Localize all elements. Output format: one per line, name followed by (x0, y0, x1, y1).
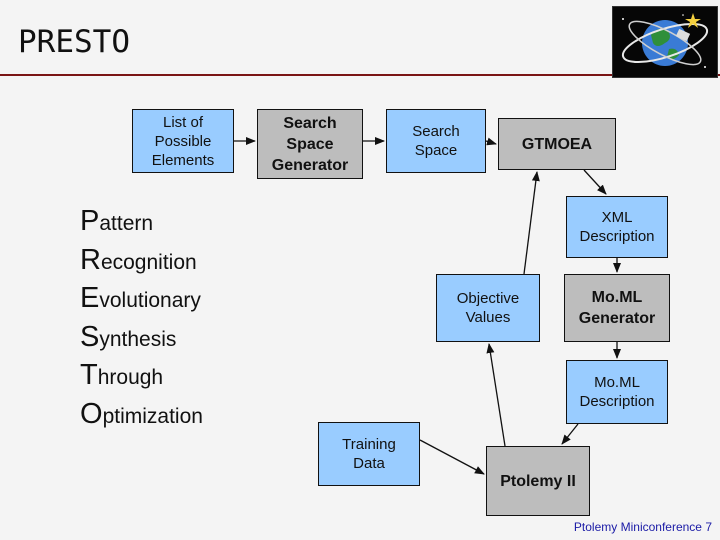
edge-ptolemy-to-objective (486, 343, 506, 447)
acronym-line: Through (80, 356, 203, 395)
edge-space-to-gtmoea (485, 137, 497, 146)
acronym-initial: R (80, 243, 101, 276)
presto-acronym: Pattern Recognition Evolutionary Synthes… (80, 202, 203, 433)
training-data-node: Training Data (318, 422, 420, 486)
xml-description-node: XML Description (566, 196, 668, 258)
acronym-initial: P (80, 205, 100, 237)
acronym-rest: volutionary (99, 289, 201, 312)
edge-moml-to-ptolemy (561, 423, 579, 445)
edge-training-to-ptolemy (419, 439, 485, 475)
gtmoea-node: GTMOEA (498, 118, 616, 170)
moml-description-node: Mo.ML Description (566, 360, 668, 424)
list-of-elements-node: List of Possible Elements (132, 109, 234, 173)
acronym-line: Evolutionary (80, 279, 203, 318)
acronym-initial: S (80, 320, 100, 353)
acronym-rest: ecognition (100, 250, 197, 274)
moml-generator-node: Mo.ML Generator (564, 274, 670, 342)
search-space-node: Search Space (386, 109, 486, 173)
acronym-rest: ynthesis (99, 327, 177, 351)
edge-gtmoea-to-xml (583, 169, 607, 195)
ptolemy-node: Ptolemy II (486, 446, 590, 516)
acronym-rest: ptimization (102, 404, 203, 428)
acronym-line: Optimization (80, 395, 203, 434)
acronym-line: Synthesis (80, 318, 203, 357)
globe-icon (621, 13, 709, 68)
edge-objective-to-gtmoea (523, 171, 540, 275)
acronym-initial: O (80, 397, 103, 430)
slide-footer: Ptolemy Miniconference 7 (573, 520, 712, 534)
title-rule (0, 74, 720, 76)
acronym-initial: T (80, 359, 98, 391)
acronym-rest: hrough (97, 366, 164, 389)
acronym-initial: E (80, 282, 100, 314)
slide-title: PRESTO (18, 24, 130, 60)
acronym-line: Pattern (80, 202, 203, 241)
globe-satellite-logo (612, 6, 718, 78)
acronym-rest: attern (99, 212, 154, 235)
search-space-generator-node: Search Space Generator (257, 109, 363, 179)
acronym-line: Recognition (80, 241, 203, 280)
objective-values-node: Objective Values (436, 274, 540, 342)
